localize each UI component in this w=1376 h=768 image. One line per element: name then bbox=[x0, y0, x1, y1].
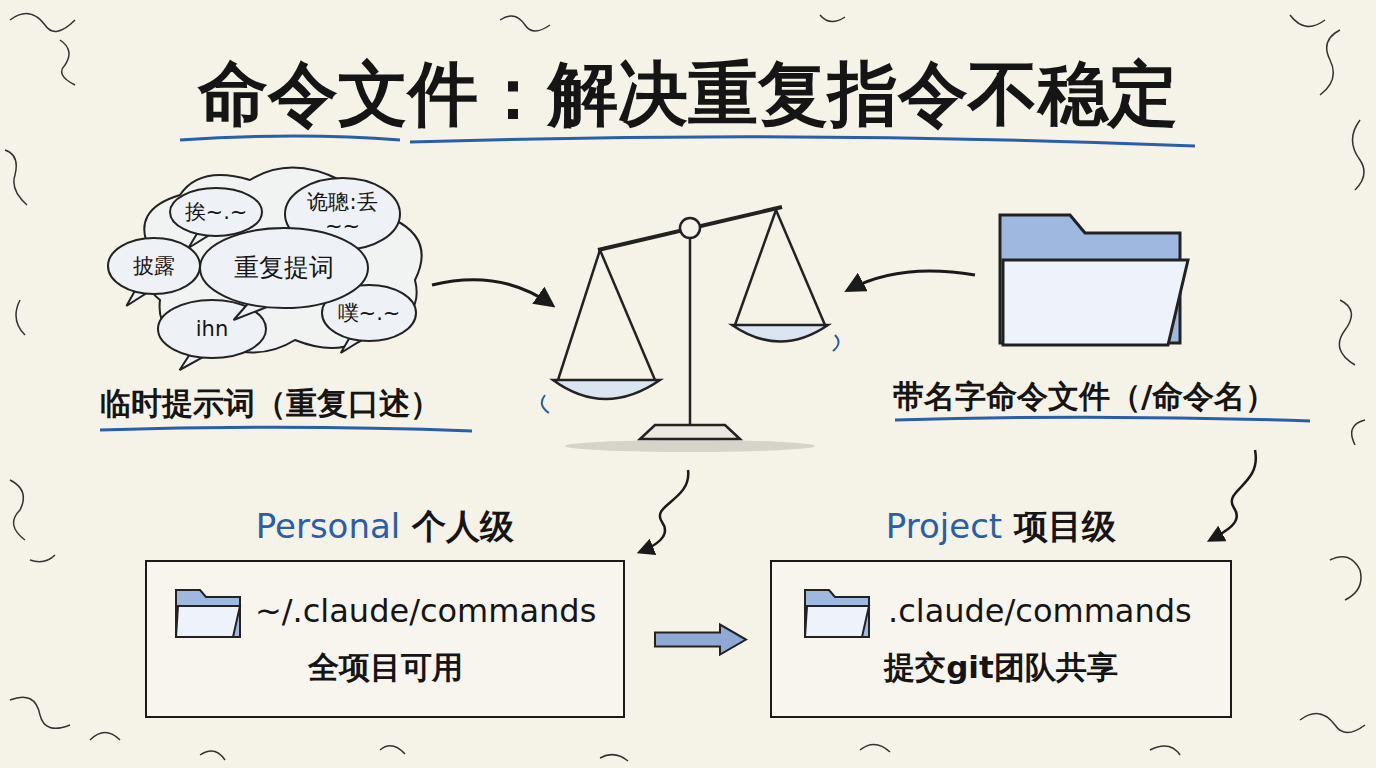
title-underline bbox=[180, 136, 1195, 146]
speech-bubble: 重复提词 bbox=[200, 228, 368, 308]
heading-keyword: Project bbox=[886, 506, 1002, 546]
heading-level: 项目级 bbox=[1014, 506, 1116, 546]
label-underline bbox=[100, 427, 472, 431]
folder-back bbox=[805, 590, 869, 637]
storage-panel: Project 项目级 .claude/commands 提交git团队共享 bbox=[770, 500, 1232, 718]
flow-arrow bbox=[655, 625, 746, 655]
panel-border bbox=[770, 560, 1232, 718]
label-underline bbox=[895, 417, 1310, 421]
folder-icon bbox=[173, 584, 243, 640]
folder-front bbox=[176, 606, 240, 637]
folder-icon bbox=[802, 584, 872, 640]
bubble-shape bbox=[170, 188, 262, 236]
bubble-text: 披露 bbox=[133, 254, 175, 278]
bubble-shape bbox=[200, 228, 368, 308]
bubble-shape bbox=[108, 238, 200, 294]
bubble-shape bbox=[158, 300, 266, 358]
panel-heading: Project 项目级 bbox=[770, 504, 1232, 548]
panel-heading: Personal 个人级 bbox=[145, 504, 625, 548]
speech-bubble: 挨~.~ bbox=[170, 188, 262, 236]
speech-bubble: 披露 bbox=[108, 238, 200, 294]
heading-keyword: Personal bbox=[256, 506, 401, 546]
bubble-text: 诡聰:丢 bbox=[307, 190, 377, 214]
bubble-text: 重复提词 bbox=[234, 256, 334, 280]
directory-path: ~/.claude/commands bbox=[255, 590, 596, 632]
heading-level: 个人级 bbox=[412, 506, 514, 546]
caption-label: 带名字命令文件（/命令名） bbox=[893, 376, 1276, 416]
bubble-text: 挨~.~ bbox=[185, 200, 248, 224]
folder-front bbox=[805, 606, 869, 637]
pointer-arrow bbox=[432, 280, 552, 305]
pointer-arrow bbox=[1210, 450, 1256, 540]
pointer-arrow bbox=[640, 470, 688, 552]
bubble-text: ihn bbox=[196, 317, 228, 341]
bubble-text: 噗~.~ bbox=[338, 301, 401, 325]
folder-back bbox=[176, 590, 240, 637]
scope-description: 提交git团队共享 bbox=[770, 646, 1232, 688]
bubble-shape bbox=[322, 285, 416, 341]
diagram-title: 命令文件：解决重复指令不稳定 bbox=[0, 52, 1376, 136]
balance-scale bbox=[542, 207, 839, 452]
caption-label: 临时提示词（重复口述） bbox=[100, 383, 441, 423]
flow-arrow-shape bbox=[655, 625, 746, 655]
panel-border bbox=[145, 560, 625, 718]
storage-panel: Personal 个人级 ~/.claude/commands 全项目可用 bbox=[145, 500, 625, 718]
scope-description: 全项目可用 bbox=[145, 646, 625, 688]
directory-path: .claude/commands bbox=[888, 590, 1192, 632]
folder-icon bbox=[1000, 215, 1188, 345]
pointer-arrow bbox=[848, 271, 975, 290]
